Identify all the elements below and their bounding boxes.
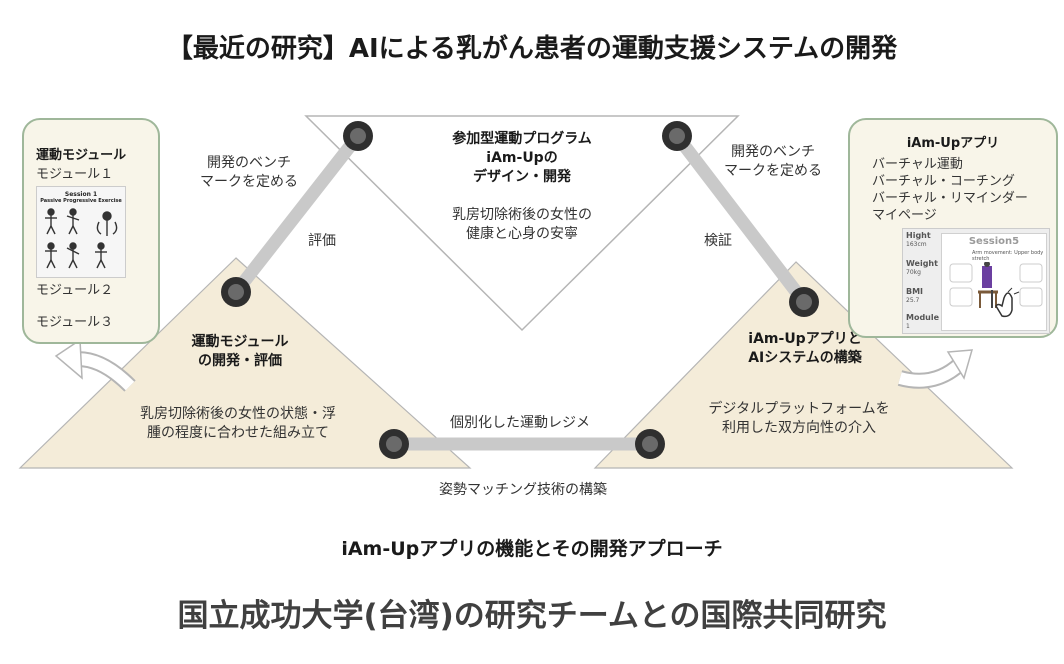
- app-item-2: バーチャル・コーチング: [872, 174, 1015, 189]
- module-box: 運動モジュール モジュール１ Session 1 Passive Progres…: [22, 118, 160, 344]
- module-thumbnail: Session 1 Passive Progressive Exercise: [36, 186, 126, 278]
- node-right: [789, 287, 819, 317]
- center-description: 乳房切除術後の女性の 健康と心身の安寧: [452, 207, 592, 242]
- node-left: [221, 277, 251, 307]
- left-benchmark-label: 開発のベンチ マークを定める: [200, 155, 298, 190]
- right-triangle: [593, 261, 1014, 469]
- center-heading: 参加型運動プログラム iAm-Upの デザイン・開発: [452, 131, 592, 185]
- screen-label-weight: Weight: [906, 259, 938, 268]
- left-heading: 運動モジュール の開発・評価: [191, 334, 289, 369]
- bottom-below-label: 姿勢マッチング技術の構築: [439, 482, 607, 498]
- app-item-4: マイページ: [872, 208, 937, 223]
- right-heading: iAm-Upアプリと AIシステムの構築: [748, 331, 862, 366]
- chair-exercise-icon: [949, 262, 1043, 318]
- module-item-1: モジュール１: [36, 167, 114, 182]
- app-screenshot: Hight 163cm Weight 70kg BMI 25.7 Module …: [902, 228, 1050, 334]
- screen-caption: Arm movement: Upper body stretch: [972, 250, 1044, 262]
- diagram-subtitle: iAm-Upアプリの機能とその開発アプローチ: [341, 538, 723, 560]
- thumb-line2: Passive Progressive Exercise: [40, 198, 122, 204]
- screen-session-title: Session5: [968, 236, 1020, 247]
- screen-label-hight: Hight: [906, 231, 931, 240]
- bottom-top-label: 個別化した運動レジメ: [450, 415, 590, 431]
- module-item-3: モジュール３: [36, 315, 114, 330]
- module-box-title: 運動モジュール: [36, 148, 127, 163]
- left-triangle: [18, 257, 472, 469]
- right-verify-label: 検証: [704, 233, 732, 249]
- app-box-title: iAm-Upアプリ: [906, 136, 1000, 151]
- module-item-2: モジュール２: [36, 283, 114, 298]
- screen-value-bmi: 25.7: [906, 297, 920, 304]
- left-bar: [229, 129, 365, 299]
- right-benchmark-label: 開発のベンチ マークを定める: [724, 144, 822, 179]
- node-top-left: [343, 121, 373, 151]
- right-curved-arrow-inner: [898, 359, 965, 387]
- app-item-1: バーチャル運動: [872, 157, 963, 172]
- footer-caption: 国立成功大学(台湾)の研究チームとの国際共同研究: [177, 598, 887, 634]
- node-bottom-left: [379, 429, 409, 459]
- screen-label-module: Module: [906, 313, 940, 322]
- node-bottom-right: [635, 429, 665, 459]
- app-item-3: バーチャル・リマインダー: [872, 191, 1028, 206]
- left-arrow-head: [54, 338, 83, 380]
- screen-value-module: 1: [906, 323, 910, 330]
- left-description: 乳房切除術後の女性の状態・浮 腫の程度に合わせた組み立て: [140, 406, 336, 441]
- node-top-right: [662, 121, 692, 151]
- thumb-line1: Session 1: [64, 191, 98, 198]
- right-description: デジタルプラットフォームを 利用した双方向性の介入: [708, 401, 890, 436]
- screen-session-panel[interactable]: Session5 Arm movement: Upper body stretc…: [941, 233, 1047, 331]
- screen-value-weight: 70kg: [906, 269, 921, 276]
- screen-label-bmi: BMI: [906, 287, 924, 296]
- right-bar: [670, 129, 811, 309]
- right-arrow-head: [946, 349, 974, 380]
- app-box: iAm-Upアプリ バーチャル運動 バーチャル・コーチング バーチャル・リマイン…: [848, 118, 1058, 338]
- exercise-figures-icon: [45, 208, 118, 269]
- page-title: 【最近の研究】AIによる乳がん患者の運動支援システムの開発: [166, 34, 898, 64]
- screen-value-hight: 163cm: [906, 241, 927, 248]
- center-triangle: [304, 115, 740, 332]
- left-eval-label: 評価: [308, 233, 336, 249]
